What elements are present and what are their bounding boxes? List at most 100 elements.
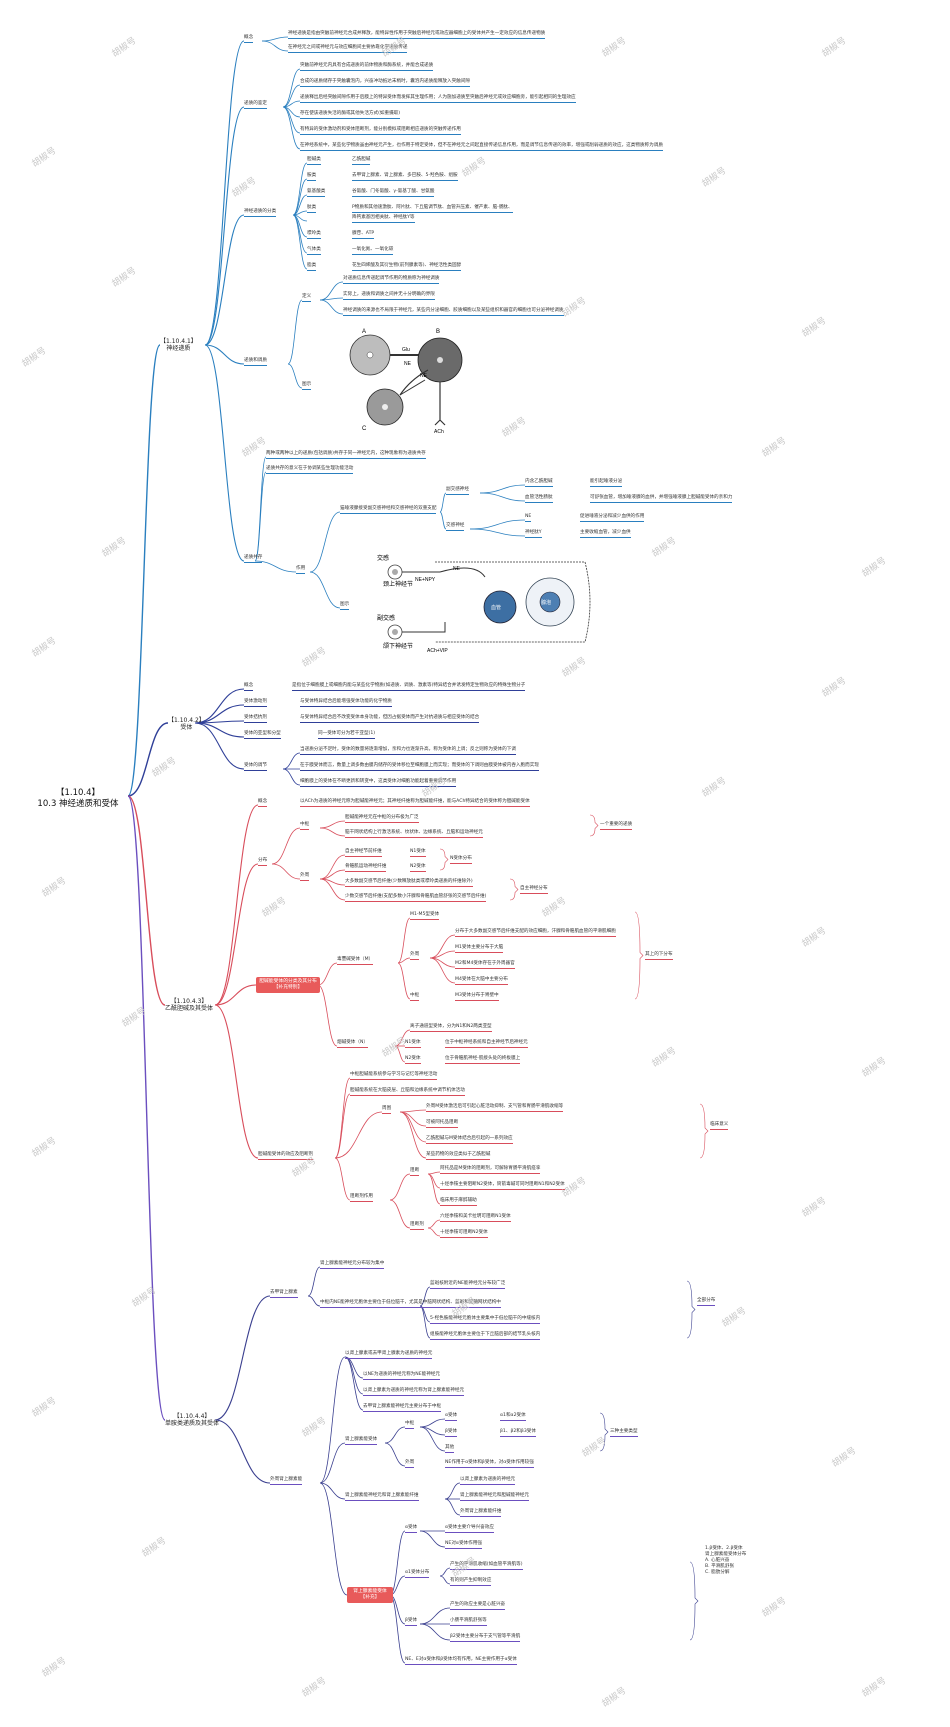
s2-concept-label[interactable]: 概念 xyxy=(244,683,254,691)
s4-rec-v1: α1和α2受体 xyxy=(500,1413,526,1421)
classify-key: 氨基酸类 xyxy=(307,189,326,197)
s1-criteria-label[interactable]: 递质的鉴定 xyxy=(244,101,267,109)
s3-block-2: 十烃季铵主要阻断N2受体，筒箭毒碱可同时阻断N1和N2受体 xyxy=(440,1182,565,1190)
s4-b-label[interactable]: 外周肾上腺素能 xyxy=(270,1477,303,1485)
s3-periph-note1: N受体分布 xyxy=(450,856,472,864)
s3-receptor-box[interactable]: 胆碱能受体的分类及其分布 【补充特别】 xyxy=(256,977,320,993)
s2-concept-value: 是指位于细胞膜上或细胞内能与某些化学物质(如递质、调质、激素等)特异结合并诱发特… xyxy=(292,683,526,691)
connector xyxy=(427,1227,441,1237)
s4-alpha-label[interactable]: α受体 xyxy=(405,1525,418,1533)
s1-concept-label[interactable]: 概念 xyxy=(244,35,254,43)
s4-rec-v2: β1、β2和β3受体 xyxy=(500,1429,536,1437)
s4-beta-3: β2受体主要分布于支气管等平滑肌 xyxy=(450,1634,521,1642)
connector xyxy=(427,1173,441,1205)
s1-define-1: 对递质信息传递起调节作用的物质称为神经调质 xyxy=(343,276,440,284)
section-2[interactable]: 【1.10.4.2】 受体 xyxy=(168,717,205,731)
fig2-gland: 腺泡 xyxy=(541,599,551,606)
s2-subtype-label[interactable]: 受体的亚型和分型 xyxy=(244,731,281,739)
connector xyxy=(319,1482,346,1500)
classify-value: 降钙素基因相关肽、神经肽Y等 xyxy=(352,215,415,223)
s1-modulator-label[interactable]: 递质和调质 xyxy=(244,358,267,366)
s3-n-main: 离子通道型受体，分为N1和N2两类亚型 xyxy=(410,1024,492,1032)
s4-b-2: 以NE为递质的神经元称为NE能神经元 xyxy=(363,1372,440,1380)
root-code: 【1.10.4】 xyxy=(55,788,101,798)
s3-periph-k1: 自主神经节前纤维 xyxy=(345,849,382,857)
s1-define-label[interactable]: 定义 xyxy=(302,294,312,302)
classify-key: 胺类 xyxy=(307,173,317,181)
s4-beta-label[interactable]: β受体 xyxy=(405,1618,418,1626)
s1-classify-label[interactable]: 神经递质的分类 xyxy=(244,209,277,217)
connector xyxy=(419,1623,451,1641)
s1-role-label[interactable]: 作用 xyxy=(296,566,306,574)
gland-figure: 交感 颈上神经节 NE NE+NPY 血管 腺泡 副交感 颌下神经节 ACh+V… xyxy=(377,554,591,654)
s3-periph-k3: 大多数副交感节后纤维(少数释放肽类或嘌呤类递质的纤维除外) xyxy=(345,879,473,887)
s3-m-3: M1受体主要分布于大脑 xyxy=(455,945,504,953)
s3-central-label[interactable]: 中枢 xyxy=(300,822,310,830)
section-4[interactable]: 【1.10.4.4】 单胺类递质及其受体 xyxy=(165,1413,220,1427)
connector xyxy=(419,1418,446,1428)
brace xyxy=(686,1280,696,1339)
classify-value: 乙酰胆碱 xyxy=(352,157,371,165)
para-k2: 血管活性肠肽 xyxy=(525,495,553,503)
connector xyxy=(254,560,297,573)
s4-alpha1-2: 有的则产生抑制效应 xyxy=(450,1578,492,1586)
s3-concept-label[interactable]: 概念 xyxy=(258,799,268,807)
s1-symp-label[interactable]: 交感神经 xyxy=(446,523,465,531)
connector xyxy=(271,827,301,865)
s4-a-label[interactable]: 去甲肾上腺素 xyxy=(270,1290,298,1298)
s4-rec-label[interactable]: 肾上腺素能受体 xyxy=(345,1437,378,1445)
connector xyxy=(254,471,267,562)
connector xyxy=(439,1567,451,1577)
fig2-ne: NE xyxy=(453,566,461,572)
s4-center-label: 中枢 xyxy=(405,1421,415,1429)
s3-central-2: 脑干网状结构上行激活系统、纹状体、边缘系统、丘脑和运动神经元 xyxy=(345,830,483,838)
s3-periph-label[interactable]: 外周 xyxy=(300,873,310,881)
fig1-label-glu: Glu xyxy=(402,347,410,353)
s3-func-label[interactable]: 胆碱能受体的效应及阻断剂 xyxy=(258,1152,314,1160)
s3-block-label[interactable]: 阻断剂作用 xyxy=(350,1194,373,1202)
s3-n-label[interactable]: 烟碱受体（N） xyxy=(337,1040,368,1048)
vessel-circle xyxy=(483,590,517,624)
connector xyxy=(429,957,456,984)
s3-concept-value: 以ACh为递质的神经元称为胆碱能神经元；其神经纤维称为胆碱能纤维，能与ACh特异… xyxy=(300,799,530,807)
connector xyxy=(397,957,411,964)
root-to-s1 xyxy=(127,344,161,797)
connector xyxy=(427,1219,441,1229)
root-node[interactable]: 【1.10.4】 10.3 神经递质和受体 xyxy=(28,788,128,810)
s1-concept-item-2: 在神经元之间或神经元与效应细胞间主要依靠化学递质传递 xyxy=(288,45,408,53)
s4-alpha1-label[interactable]: α1受体分布 xyxy=(405,1570,430,1578)
classify-value: 腺苷、ATP xyxy=(352,231,375,239)
connector xyxy=(444,1498,461,1516)
s3-block-1: 阿托品是M受体的阻断剂，可解除胃肠平滑肌痉挛 xyxy=(440,1166,541,1174)
connector xyxy=(319,854,346,880)
connector xyxy=(439,492,447,513)
section-3[interactable]: 【1.10.4.3】 乙酰胆碱及其受体 xyxy=(165,998,214,1012)
s4-rec-v3: 其他 xyxy=(445,1445,455,1453)
fig1-label-ne2: NE xyxy=(420,373,428,379)
connector xyxy=(282,68,301,108)
s4-rec-k2: β受体 xyxy=(445,1429,458,1437)
s3-periph-k2: 骨骼肌运动神经纤维 xyxy=(345,864,387,872)
s4-a-sub-1: 蓝斑核附近的NE能神经元分布较广泛 xyxy=(430,1281,506,1289)
classify-value: P物质和其他速激肽、阿片肽、下丘脑调节肽、血管升压素、催产素、脑-肠肽、 xyxy=(352,205,513,213)
s4-alpha-2: NE对α受体作用强 xyxy=(445,1541,482,1549)
s2-reg-label[interactable]: 受体的调节 xyxy=(244,763,267,771)
section-1[interactable]: 【1.10.4.1】 神经递质 xyxy=(160,338,197,352)
s1-para-label[interactable]: 副交感神经 xyxy=(446,487,469,495)
s4-b-4: 去甲肾上腺素能神经元主要分布于中枢 xyxy=(363,1404,442,1412)
s3-branch xyxy=(214,804,259,1006)
s1-coexist-label[interactable]: 递质共存 xyxy=(244,555,263,563)
s2-reg-2: 在于膜受体而言，数量上调多数由膜内储存的受体移位至细胞膜上而实现；而受体的下调则… xyxy=(300,763,539,771)
s2-antagonist-label[interactable]: 受体拮抗剂 xyxy=(244,715,267,723)
s4-receptor-box[interactable]: 肾上腺素能受体 【补充】 xyxy=(347,1587,393,1603)
s3-dist-label[interactable]: 分布 xyxy=(258,858,268,866)
s4-branch xyxy=(214,1419,271,1484)
connector xyxy=(394,1029,411,1047)
s3-m-6: M3受体分布于胃壁中 xyxy=(455,993,499,1001)
s3-m-label[interactable]: 毒蕈碱受体（M） xyxy=(337,957,374,965)
connector xyxy=(287,299,303,365)
connector xyxy=(394,1045,406,1063)
brace xyxy=(634,911,644,1000)
s2-agonist-label[interactable]: 受体激动剂 xyxy=(244,699,267,707)
s4-cat-label[interactable]: 肾上腺素能神经元和肾上腺素能纤维 xyxy=(345,1493,419,1501)
